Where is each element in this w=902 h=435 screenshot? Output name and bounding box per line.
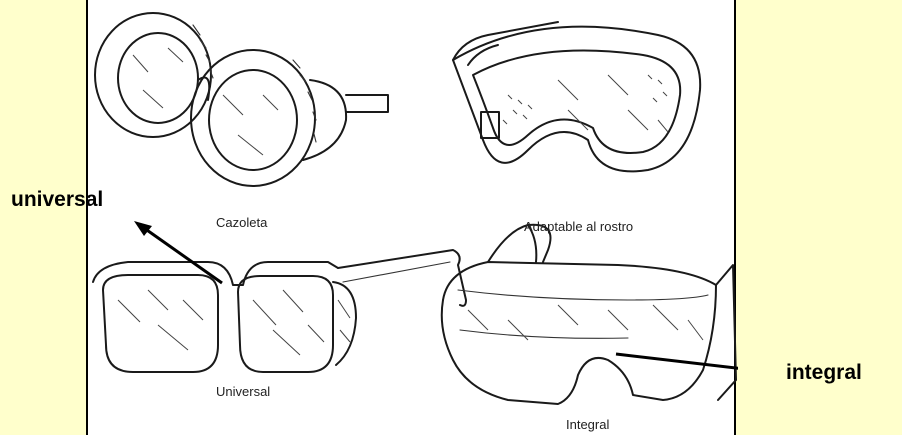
illustration-panel: Cazoleta Adaptable al rostro Universal I… (86, 0, 736, 435)
adaptable-goggles-drawing (453, 22, 700, 171)
universal-glasses-drawing (93, 250, 466, 372)
goggles-illustrations (88, 0, 738, 435)
caption-adaptable: Adaptable al rostro (524, 219, 633, 234)
caption-universal: Universal (216, 384, 270, 399)
integral-glasses-drawing (442, 225, 736, 404)
cazoleta-goggles-drawing (95, 13, 388, 186)
universal-arrow (134, 221, 222, 283)
caption-integral: Integral (566, 417, 609, 432)
annotation-universal: universal (11, 188, 103, 212)
caption-cazoleta: Cazoleta (216, 215, 267, 230)
annotation-integral: integral (786, 361, 862, 385)
integral-arrow (616, 354, 738, 380)
